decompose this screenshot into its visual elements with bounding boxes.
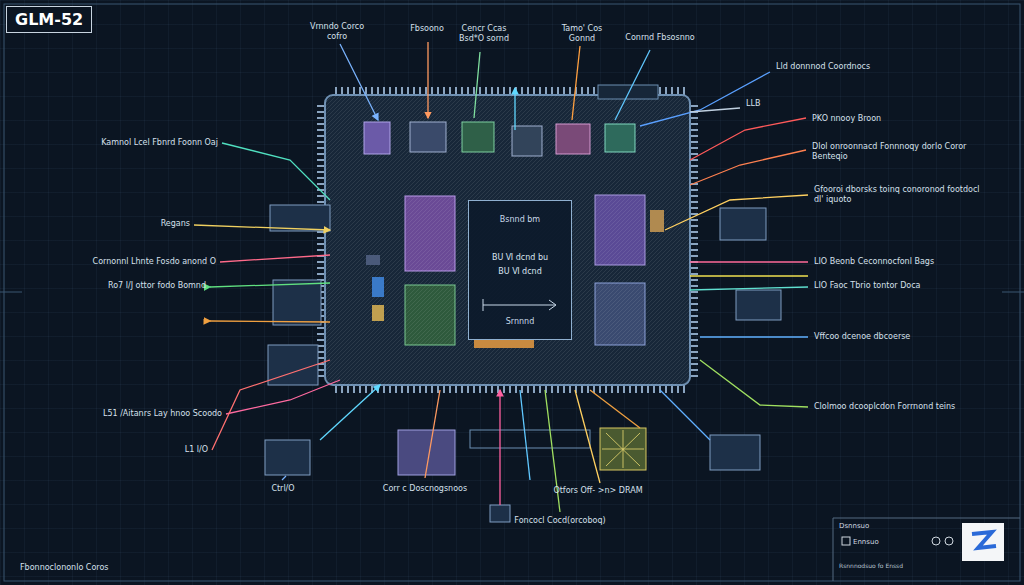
callout-label: PKO nnooy Broon [812,114,881,124]
callout-label: Foncocl Cocd(orcoboq) [514,516,605,526]
callout-label: Ctrl/O [271,484,294,494]
callout-label: LIO Beonb Ceconnocfonl Bags [814,257,934,267]
diagram-title: GLM-52 [6,6,92,33]
callout-label: L1 l/O [185,445,208,455]
callout-label: Regans [161,219,190,229]
node-text: BU Ⅵ dcnd bu [473,253,567,263]
callout-label: Lld donnnod Coordnocs [776,62,870,72]
callout-label: LLB [746,99,760,109]
callout-label: Dlol onroonnacd Fonnnoqy dorlo Coror Ben… [812,142,982,162]
callout-label: L51 /Aitanrs Lay hnoo Scoodo [103,409,222,419]
callout-label: Gfooroi dborsks toinq conoronod footdocl… [814,185,989,205]
callout-label: Clolmoo dcooplcdon Forrnond teins [814,402,955,412]
node-text: Dsnnsuo [839,522,954,531]
callout-label: Ro7 l/J ottor fodo Bomnd [108,281,206,291]
callout-label: Otfors Off- >n> DRAM [553,486,642,496]
callout-label: LIO Faoc Tbrio tontor Doca [814,281,921,291]
node-text: Rsnnnodsuo fo Enssd [839,562,954,570]
core-arrow [471,295,571,315]
node-text: Srnnnd [473,317,567,327]
callout-label: Tamo' Cos Gonnd [552,24,612,44]
callout-label: Fbonnoclononlo Coros [20,563,108,573]
callout-label: Vrnndo Corco cofro [302,22,372,42]
node-text: Bsnnd bm [473,215,567,225]
node-text: BU Ⅵ dcnd [473,267,567,277]
core-block: Bsnnd bm BU Ⅵ dcnd bu BU Ⅵ dcndSrnnnd [468,200,572,340]
callout-label: Fbsoono [410,24,444,34]
callout-label: Vffcoo dcenoe dbcoerse [814,332,910,342]
callout-label: Conrnd Fbsosnno [625,33,694,43]
callout-label: Cornonnl Lhnte Fosdo anond O [93,257,216,267]
callout-label: Corr c Doscnogsnoos [383,484,467,494]
node-text: Ennsuo [853,538,954,547]
title-block: DsnnsuoEnnsuoRsnnnodsuo fo Enssd [833,518,958,581]
callout-label: Cencr Ccas Bsd*O sornd [448,24,520,44]
callout-label: Kamnol Lcel Fbnrd Foonn Oaj [101,138,218,148]
